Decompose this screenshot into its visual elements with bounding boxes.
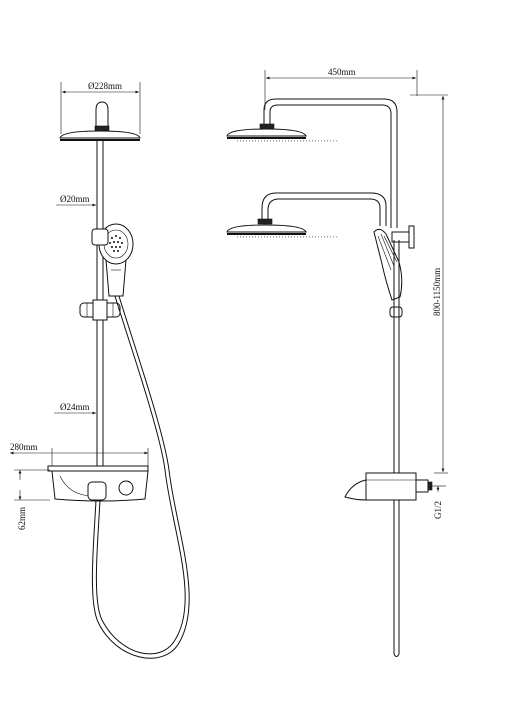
- hand-shower-nozzles: [109, 235, 123, 252]
- head-diameter-label: Ø228mm: [88, 81, 122, 91]
- upper-pipe-label: Ø20mm: [60, 194, 90, 204]
- front-view: Ø228mm Ø20mm: [10, 81, 190, 659]
- thread-dimension: G1/2: [432, 485, 446, 519]
- side-mixer: [344, 472, 433, 501]
- lower-pipe-dimension: Ø24mm: [54, 402, 96, 415]
- head-diameter-dimension: Ø228mm: [60, 81, 141, 134]
- thread-label: G1/2: [433, 501, 443, 519]
- side-view: 450mm ''''''''''''''''''''''''''''''''''…: [226, 67, 448, 657]
- diverter-knob: [391, 225, 415, 249]
- shelf-width-dimension: 280mm: [10, 442, 149, 468]
- slide-bar-holder: [79, 299, 121, 321]
- shelf-width-label: 280mm: [10, 442, 38, 452]
- arm-length-dimension: 450mm: [264, 67, 418, 110]
- shower-hose: [91, 295, 190, 659]
- shelf-height-label: 62mm: [17, 507, 27, 530]
- side-holder: [389, 306, 403, 318]
- upper-head-nozzle-marks: '''''''''''''''''''''''''''''''''': [236, 140, 338, 146]
- arm-length-label: 450mm: [328, 67, 356, 77]
- thermostatic-shelf: [47, 465, 149, 502]
- lower-shower-arm: '''''''''''''''''''''''''''''''''': [226, 192, 387, 242]
- rain-shower-head: [59, 101, 141, 141]
- height-range-label: 800-1150mm: [432, 268, 442, 316]
- upper-shower-arm: '''''''''''''''''''''''''''''''''': [226, 98, 398, 228]
- lower-head-nozzle-marks: '''''''''''''''''''''''''''''''''': [236, 236, 338, 242]
- upper-pipe-dimension: Ø20mm: [56, 194, 96, 207]
- shelf-height-dimension: 62mm: [14, 469, 50, 530]
- pipe-clip: [91, 228, 109, 246]
- side-riser-pipe: [393, 240, 400, 657]
- lower-pipe-label: Ø24mm: [60, 402, 90, 412]
- height-range-dimension: 800-1150mm: [410, 94, 448, 474]
- side-hand-shower: [373, 228, 403, 301]
